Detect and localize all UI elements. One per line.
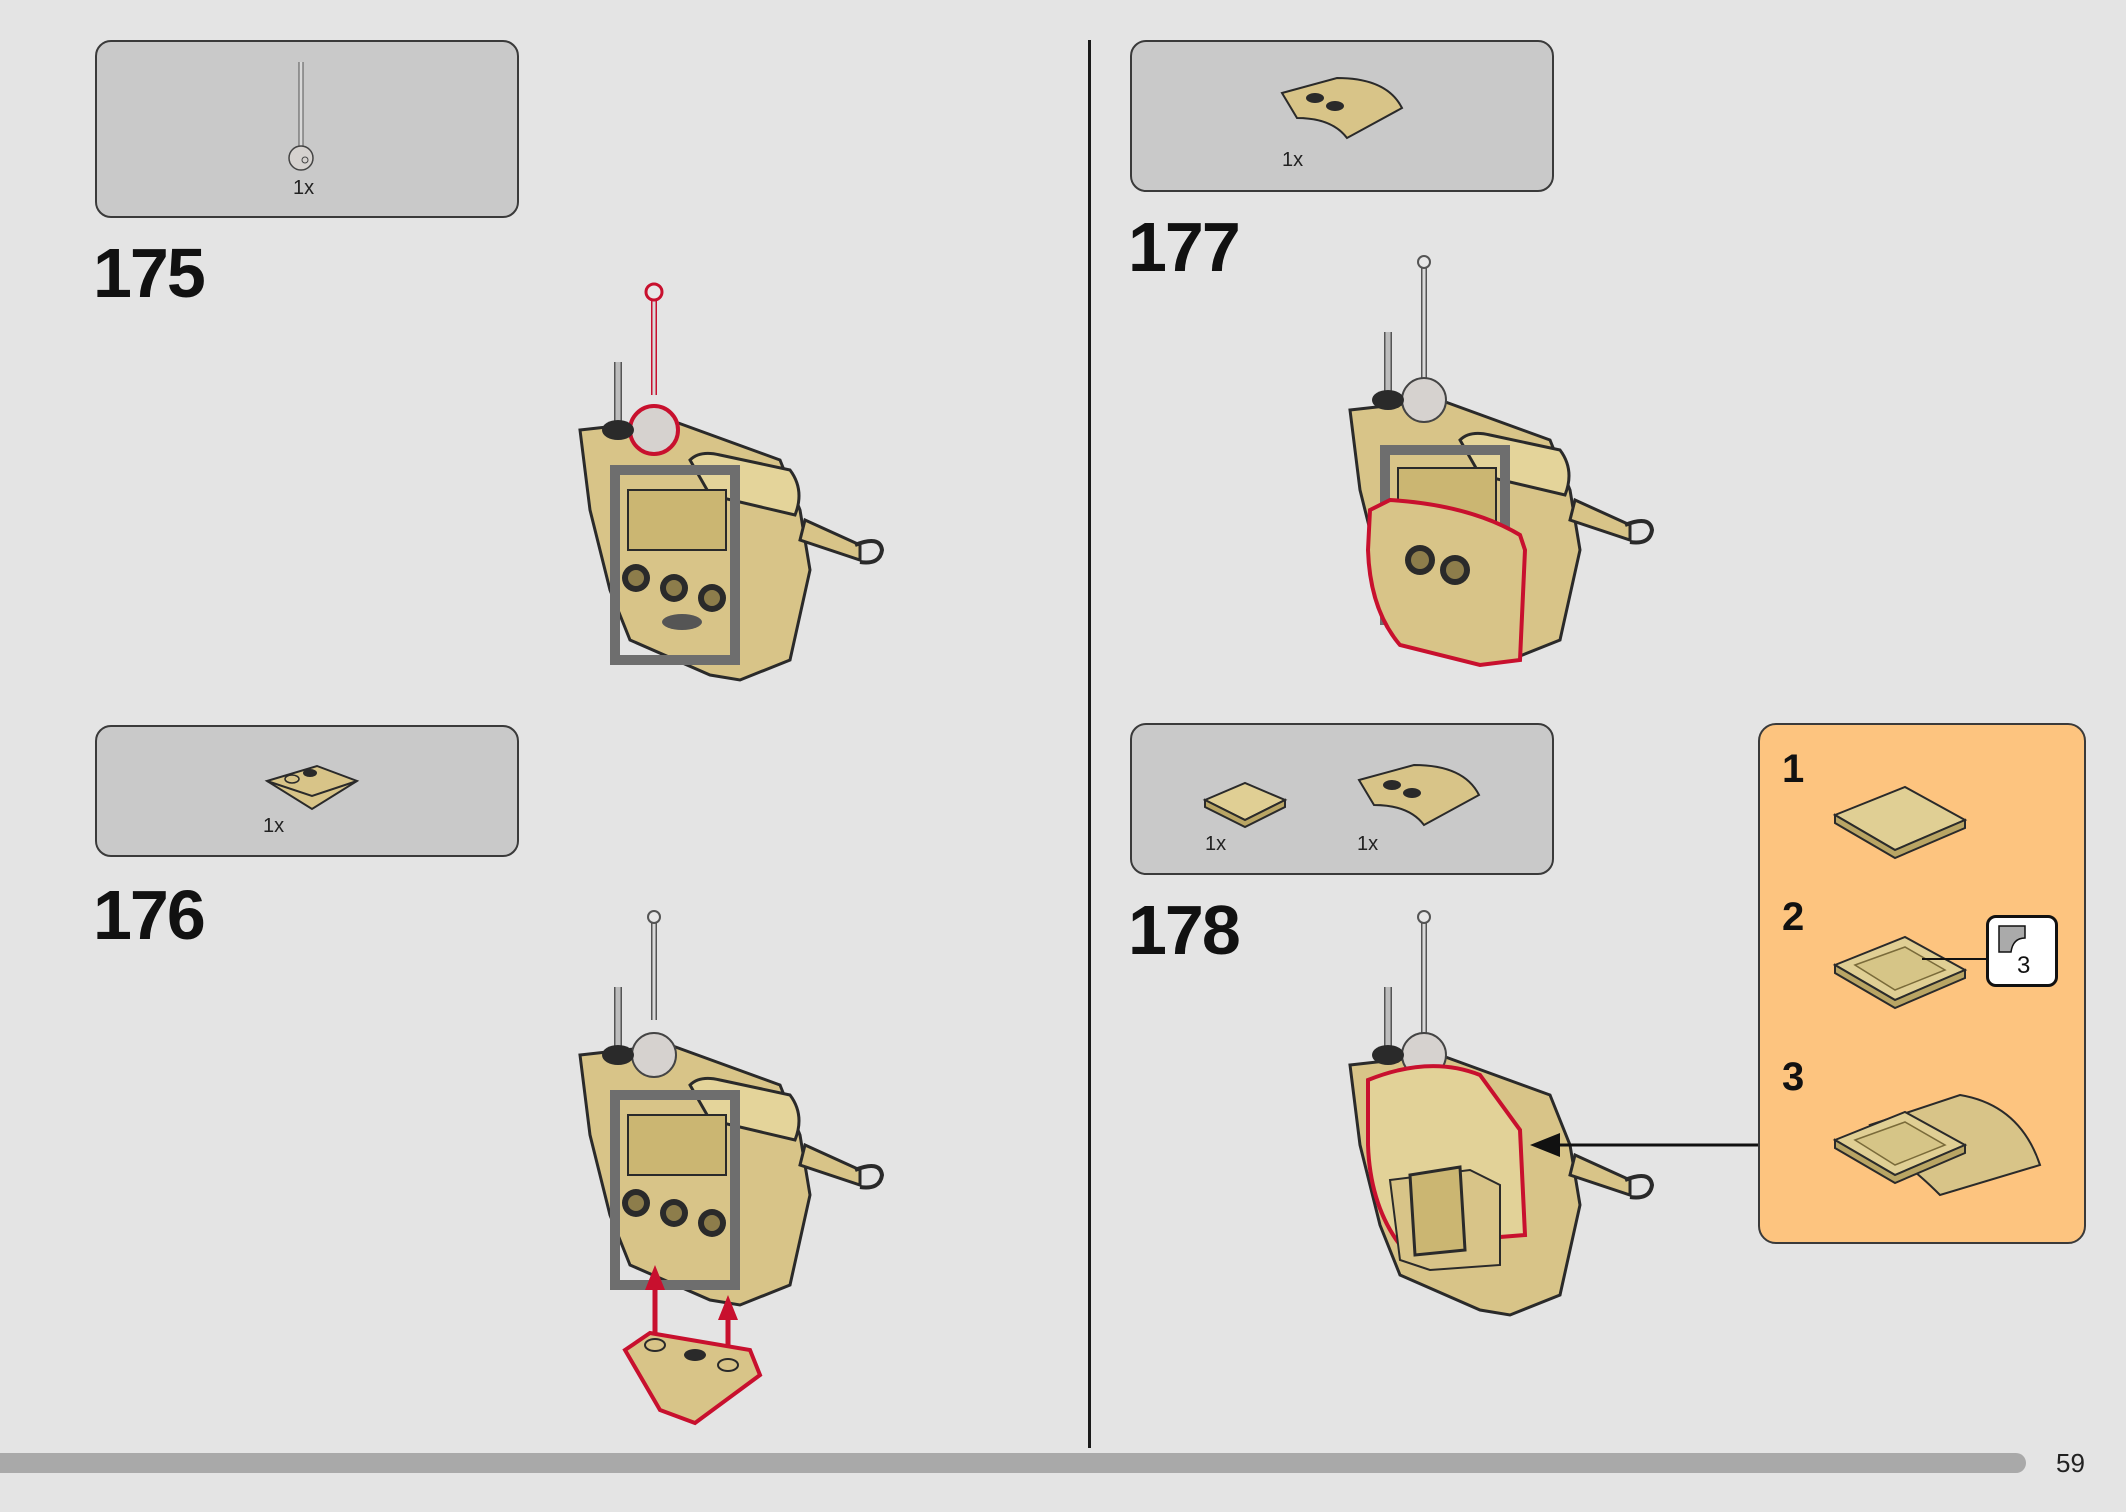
parts-box-step-176: 1x [95, 725, 519, 857]
page-number: 59 [2056, 1448, 2085, 1478]
part-quantity: 1x [293, 177, 315, 199]
page-progress-bar [0, 1453, 2026, 1473]
sub-step-number: 1 [1782, 747, 1805, 791]
step-number-175: 175 [93, 234, 206, 312]
sub-step-number: 3 [1782, 1055, 1805, 1099]
sub-assembly-callout: 1 2 3 3 [1758, 723, 2086, 1244]
sticker-sheet-number: 3 [2017, 952, 2031, 979]
part-quantity: 1x [263, 815, 285, 837]
page-divider [1088, 40, 1091, 1448]
tile-part-icon [1832, 785, 1968, 860]
part-quantity: 1x [1282, 149, 1304, 171]
model-illustration-step-178 [1348, 910, 1760, 1317]
sub-step-number: 2 [1782, 895, 1805, 939]
step-number-178: 178 [1128, 891, 1241, 969]
model-illustration-step-176 [578, 910, 885, 1426]
curved-slope-part-icon [1357, 763, 1481, 827]
step-number-177: 177 [1128, 208, 1241, 286]
parts-box-step-177: 1x [1130, 40, 1554, 192]
tile-part-icon [1202, 781, 1288, 829]
model-illustration-step-175 [578, 282, 885, 682]
parts-box-step-175: 1x [95, 40, 519, 218]
model-illustration-step-177 [1348, 255, 1655, 668]
antenna-part-icon [288, 62, 314, 171]
tile-on-curved-slope-icon [1832, 1093, 2042, 1197]
sticker-sheet-icon [1998, 925, 2026, 953]
sticker-tile-icon [1832, 935, 1990, 1010]
part-quantity: 1x [1357, 833, 1379, 855]
parts-box-step-178: 1x 1x [1130, 723, 1554, 875]
part-quantity: 1x [1205, 833, 1227, 855]
step-number-176: 176 [93, 876, 206, 954]
curved-slope-part-icon [1280, 76, 1404, 140]
sticker-sheet-reference: 3 [1986, 915, 2058, 987]
inverted-slope-part-icon [264, 764, 360, 811]
